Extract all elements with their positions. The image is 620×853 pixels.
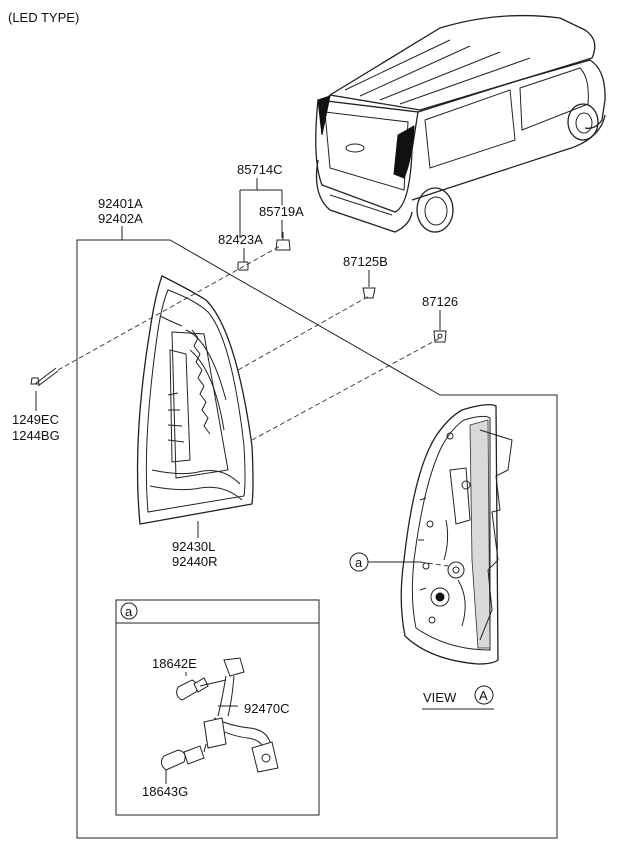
nut-85719A — [275, 232, 291, 251]
detail-box-a: a 18642E 92470C 18643G — [115, 599, 320, 816]
view-letter: A — [479, 688, 488, 703]
label-18643G: 18643G — [142, 784, 188, 799]
detail-marker-view-text: a — [355, 555, 363, 570]
detail-marker-view: a — [349, 552, 449, 572]
label-92470C: 92470C — [244, 701, 290, 716]
view-caption: VIEW A — [422, 685, 494, 710]
diagram-title: (LED TYPE) — [8, 10, 79, 25]
label-92430L: 92430L — [172, 539, 215, 554]
label-87126: 87126 — [422, 294, 458, 309]
tail-lamp-assembly — [136, 275, 254, 525]
label-87125B: 87125B — [343, 254, 388, 269]
grommet-82423A — [237, 261, 249, 271]
label-85719A: 85719A — [259, 204, 304, 219]
label-92402A: 92402A — [98, 211, 143, 226]
tail-lamp-rear-view — [400, 404, 513, 665]
view-label: VIEW — [423, 690, 457, 705]
screw-1249EC — [30, 367, 59, 387]
label-92401A: 92401A — [98, 196, 143, 211]
label-92440R: 92440R — [172, 554, 218, 569]
clip-87125B — [362, 287, 376, 299]
vehicle-illustration — [315, 14, 606, 233]
detail-box-marker: a — [125, 604, 133, 619]
label-82423A: 82423A — [218, 232, 263, 247]
label-1244BG: 1244BG — [12, 428, 60, 443]
assembly-boundary — [76, 239, 558, 839]
label-1249EC: 1249EC — [12, 412, 59, 427]
label-85714C: 85714C — [237, 162, 283, 177]
label-18642E: 18642E — [152, 656, 197, 671]
